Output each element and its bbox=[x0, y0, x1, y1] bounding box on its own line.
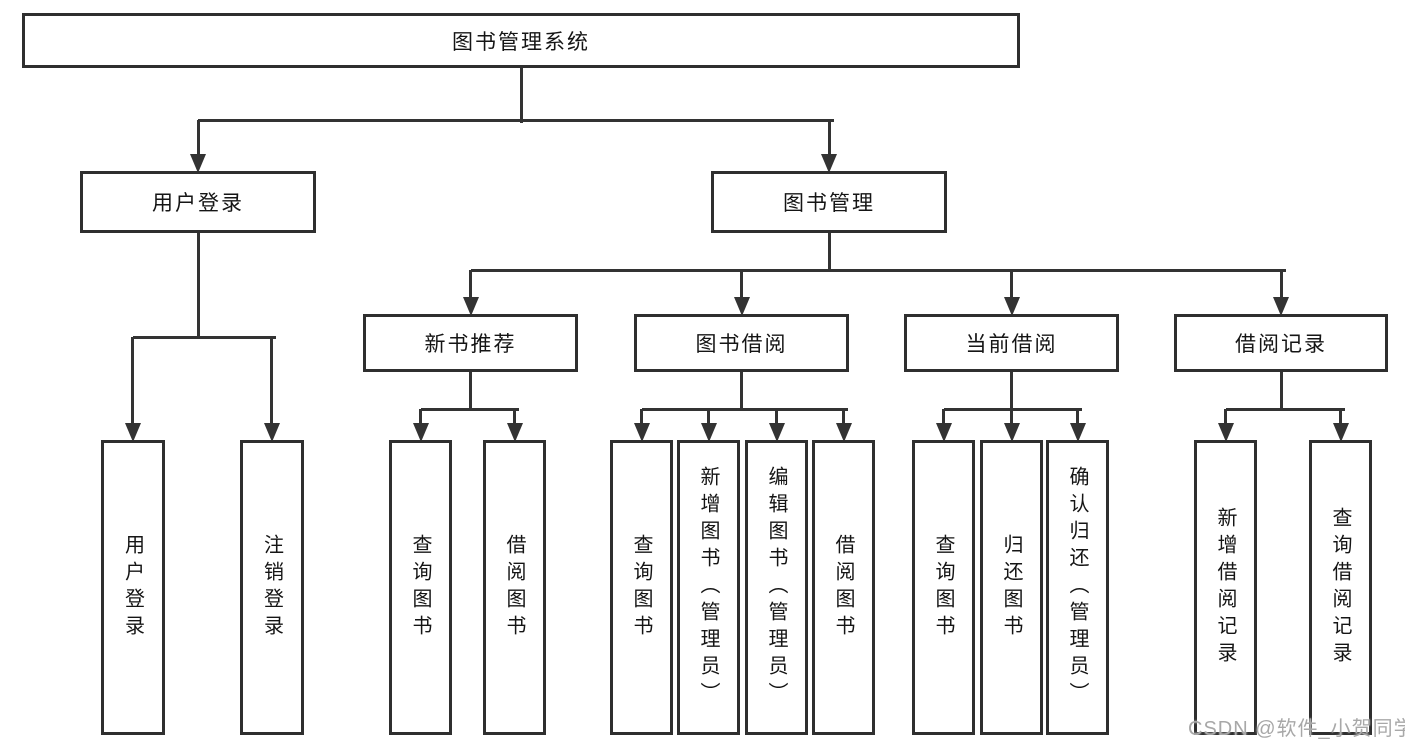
connector-line bbox=[1010, 370, 1013, 411]
connector-line bbox=[707, 409, 710, 423]
arrowhead-down-icon bbox=[1003, 297, 1020, 316]
arrowhead-down-icon bbox=[1273, 297, 1289, 316]
connector-line bbox=[196, 231, 200, 339]
node-label: 用户登录 bbox=[152, 192, 244, 215]
connector-line bbox=[198, 118, 834, 122]
connector-line bbox=[513, 409, 516, 423]
arrowhead-down-icon bbox=[768, 423, 785, 442]
connector-line bbox=[1076, 409, 1079, 423]
connector-line bbox=[740, 270, 743, 298]
connector-line bbox=[1010, 409, 1013, 423]
connector-line bbox=[469, 370, 472, 411]
arrowhead-down-icon bbox=[1217, 423, 1234, 442]
node-book-management: 图书管理 bbox=[711, 171, 947, 233]
connector-line bbox=[131, 337, 134, 423]
arrowhead-down-icon bbox=[633, 423, 650, 442]
node-label: 借阅记录 bbox=[1235, 333, 1327, 356]
leaf-logout: 注销登录 bbox=[240, 440, 304, 735]
watermark: CSDN @软件_小贺同学 bbox=[1188, 718, 1405, 740]
arrowhead-down-icon bbox=[124, 423, 141, 442]
node-label: 图书借阅 bbox=[695, 333, 788, 356]
arrowhead-down-icon bbox=[733, 297, 750, 316]
connector-line bbox=[740, 370, 743, 411]
connector-line bbox=[420, 407, 519, 411]
node-new-book-recommendation: 新书推荐 bbox=[363, 314, 578, 372]
connector-line bbox=[827, 231, 831, 272]
arrowhead-down-icon bbox=[190, 154, 206, 173]
node-label: 图书管理 bbox=[783, 192, 875, 215]
leaf-query-borrow-record: 查询借阅记录 bbox=[1309, 440, 1372, 735]
arrowhead-down-icon bbox=[1003, 423, 1020, 442]
leaf-return-books: 归还图书 bbox=[980, 440, 1043, 735]
arrowhead-down-icon bbox=[700, 423, 717, 442]
node-label: 确认归还（管理员） bbox=[1066, 466, 1088, 709]
node-label: 新增图书（管理员） bbox=[697, 466, 719, 709]
connector-line bbox=[842, 409, 845, 423]
node-label: 查询图书 bbox=[409, 533, 431, 642]
node-library-management-system: 图书管理系统 bbox=[22, 13, 1020, 68]
node-user-login: 用户登录 bbox=[80, 171, 316, 233]
arrowhead-down-icon bbox=[821, 154, 837, 173]
node-label: 新书推荐 bbox=[424, 333, 517, 356]
connector-line bbox=[1010, 270, 1013, 298]
node-book-borrowing: 图书借阅 bbox=[634, 314, 849, 372]
node-label: 借阅图书 bbox=[503, 533, 525, 642]
connector-line bbox=[1339, 409, 1342, 423]
arrowhead-down-icon bbox=[935, 423, 952, 442]
node-label: 新增借阅记录 bbox=[1214, 506, 1236, 669]
arrowhead-down-icon bbox=[263, 423, 280, 442]
node-borrowing-records: 借阅记录 bbox=[1174, 314, 1388, 372]
node-label: 当前借阅 bbox=[965, 333, 1058, 356]
leaf-add-books-admin: 新增图书（管理员） bbox=[677, 440, 740, 735]
connector-line bbox=[1279, 370, 1283, 411]
node-label: 用户登录 bbox=[121, 533, 144, 642]
node-label: 查询借阅记录 bbox=[1329, 506, 1351, 669]
connector-line bbox=[1279, 270, 1283, 298]
leaf-borrow-books: 借阅图书 bbox=[812, 440, 875, 735]
leaf-confirm-return-admin: 确认归还（管理员） bbox=[1046, 440, 1109, 735]
arrowhead-down-icon bbox=[835, 423, 852, 442]
node-current-borrowing: 当前借阅 bbox=[904, 314, 1119, 372]
leaf-edit-books-admin: 编辑图书（管理员） bbox=[745, 440, 808, 735]
node-label: 归还图书 bbox=[1000, 533, 1022, 642]
connector-line bbox=[196, 120, 200, 155]
connector-line bbox=[469, 270, 472, 298]
node-label: 查询图书 bbox=[932, 533, 954, 642]
leaf-user-login: 用户登录 bbox=[101, 440, 165, 735]
arrowhead-down-icon bbox=[412, 423, 429, 442]
connector-line bbox=[640, 409, 643, 423]
node-label: 图书管理系统 bbox=[452, 30, 590, 54]
node-label: 注销登录 bbox=[260, 533, 283, 642]
connector-line bbox=[1224, 409, 1227, 423]
connector-line bbox=[519, 67, 523, 123]
arrowhead-down-icon bbox=[462, 297, 479, 316]
node-label: 借阅图书 bbox=[832, 533, 854, 642]
connector-line bbox=[470, 268, 1286, 272]
arrowhead-down-icon bbox=[506, 423, 523, 442]
leaf-query-books-recommend: 查询图书 bbox=[389, 440, 452, 735]
connector-line bbox=[775, 409, 778, 423]
leaf-add-borrow-record: 新增借阅记录 bbox=[1194, 440, 1257, 735]
connector-line bbox=[132, 335, 276, 339]
node-label: 查询图书 bbox=[630, 533, 652, 642]
connector-line bbox=[270, 337, 273, 423]
connector-line bbox=[419, 409, 422, 423]
arrowhead-down-icon bbox=[1332, 423, 1349, 442]
leaf-borrow-books-recommend: 借阅图书 bbox=[483, 440, 546, 735]
leaf-query-books-current: 查询图书 bbox=[912, 440, 975, 735]
connector-line bbox=[827, 120, 831, 155]
arrowhead-down-icon bbox=[1069, 423, 1086, 442]
connector-line bbox=[641, 407, 848, 411]
leaf-query-books-borrowing: 查询图书 bbox=[610, 440, 673, 735]
connector-line bbox=[1225, 407, 1345, 411]
connector-line bbox=[942, 409, 945, 423]
node-label: 编辑图书（管理员） bbox=[765, 466, 787, 709]
